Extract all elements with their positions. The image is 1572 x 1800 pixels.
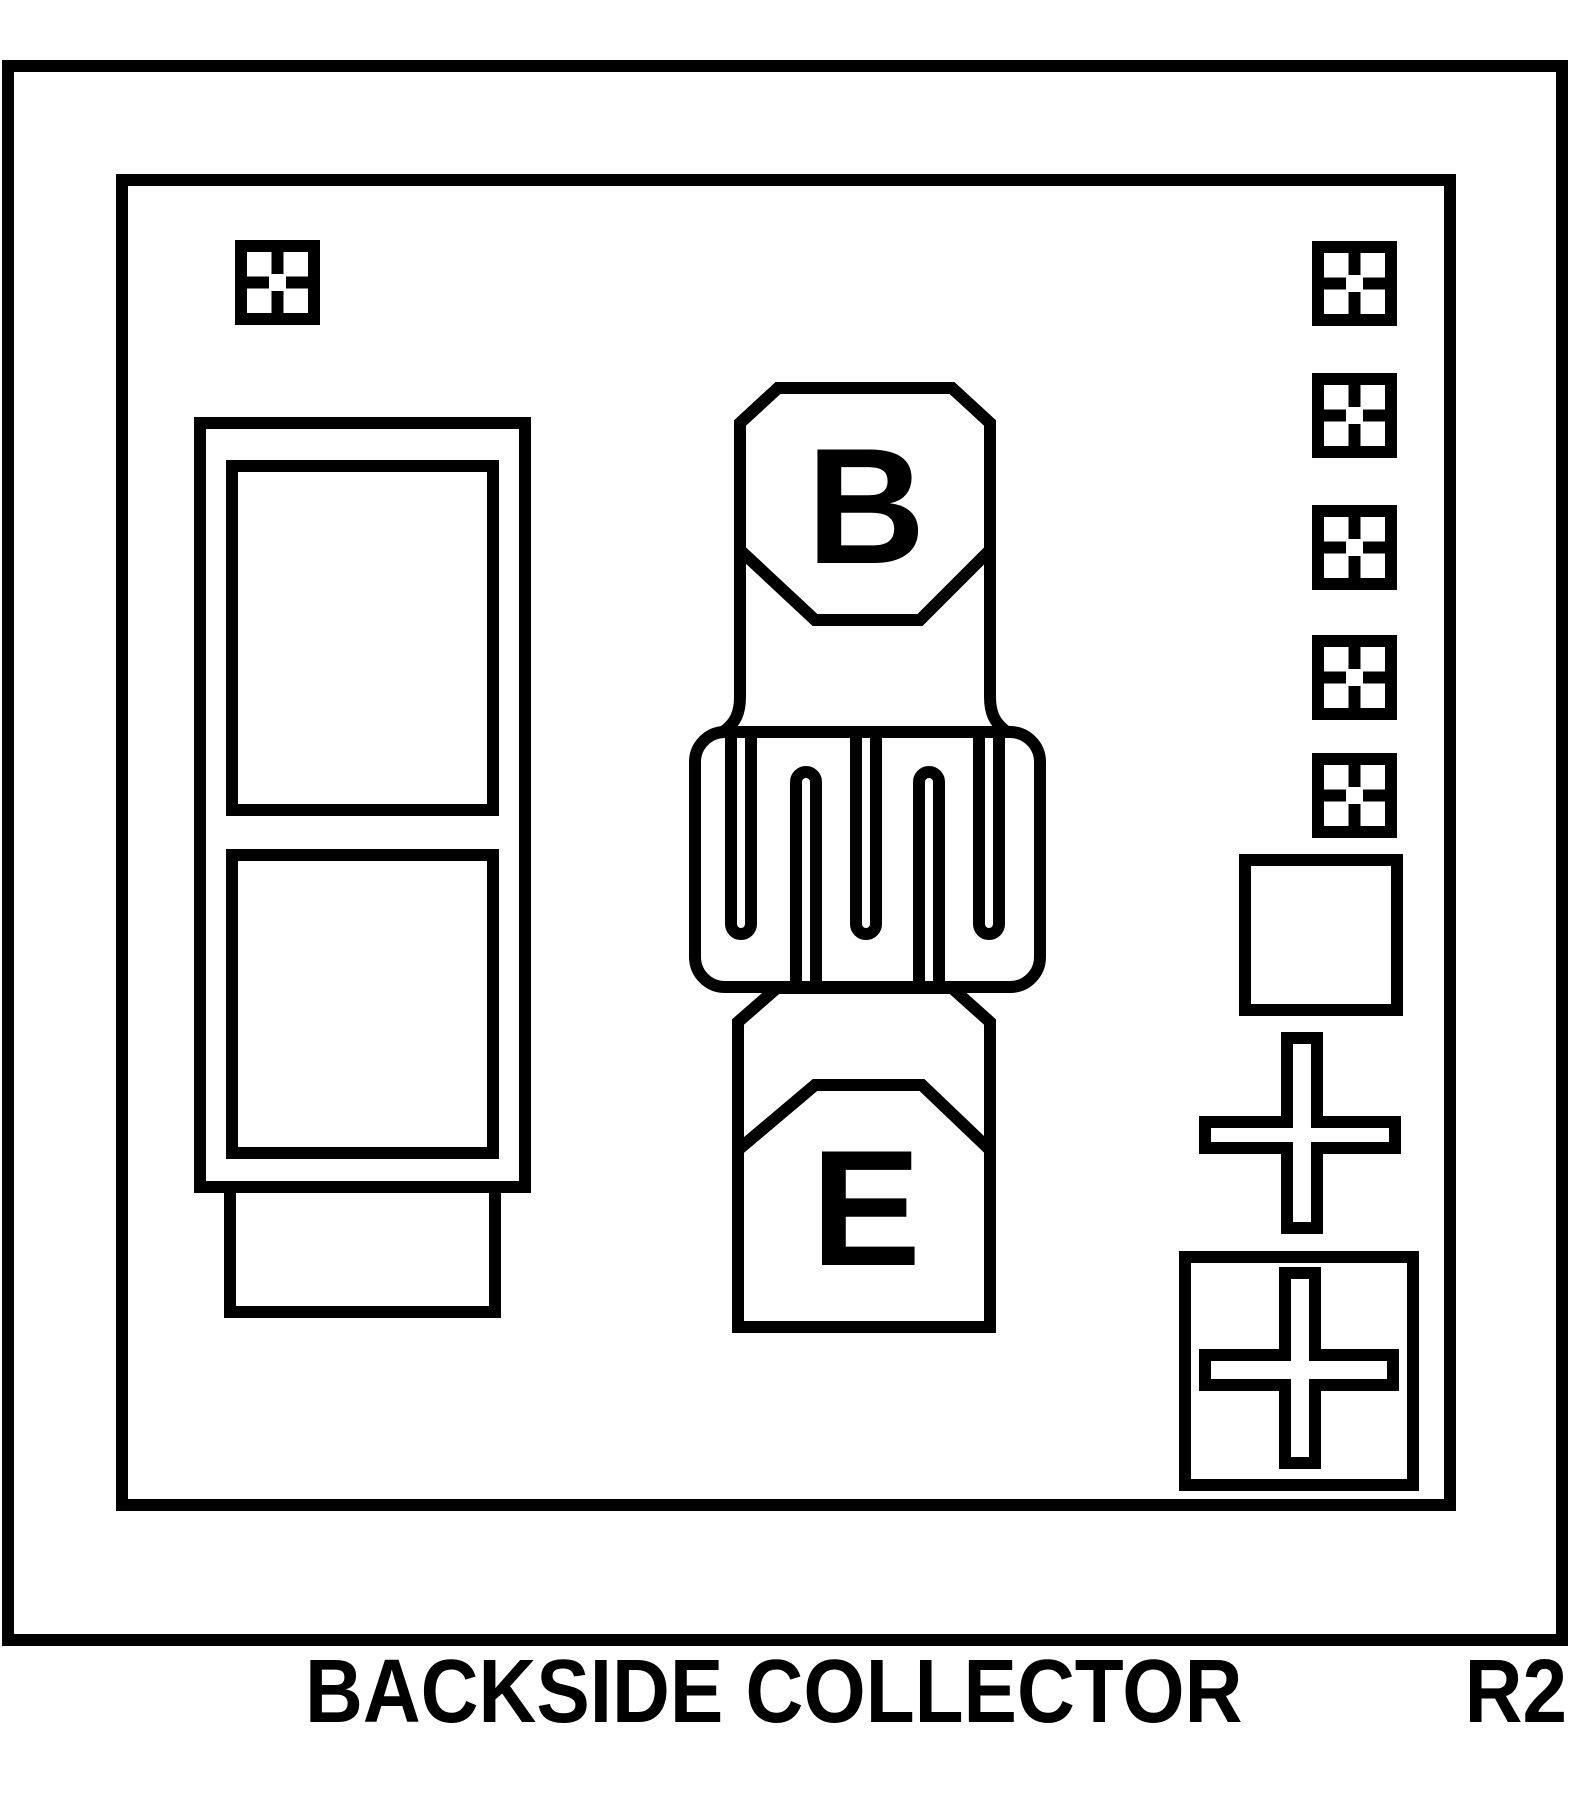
alignment-mark-icon xyxy=(241,246,314,319)
alignment-mark-column xyxy=(1318,247,1391,832)
right-test-marks xyxy=(1179,854,1419,1491)
revision-label: R2 xyxy=(1465,1642,1567,1742)
contact-square xyxy=(1239,854,1403,1016)
base-pad xyxy=(719,382,1011,737)
boxed-cross-outline xyxy=(1179,1251,1419,1491)
inner-frame xyxy=(116,174,1456,1511)
left-structure-window-bottom xyxy=(226,849,499,1159)
emitter-pad xyxy=(732,982,996,1333)
left-structure-window-top xyxy=(226,460,499,816)
base-finger xyxy=(850,732,882,940)
base-finger xyxy=(725,732,757,940)
emitter-finger xyxy=(913,766,945,987)
emitter-pad-label: E xyxy=(811,1116,921,1300)
finger-block xyxy=(689,726,1046,993)
diagram-linework xyxy=(2,60,1568,1646)
cross-mark-icon xyxy=(1199,1032,1401,1234)
emitter-finger xyxy=(790,766,822,987)
alignment-mark-icon xyxy=(1318,511,1391,584)
diagram-lettering: B E BACKSIDE COLLECTOR R2 xyxy=(305,414,1567,1742)
base-pad-label: B xyxy=(806,414,925,598)
alignment-mark-icon xyxy=(1318,247,1391,320)
alignment-mark-icon xyxy=(1318,759,1391,832)
left-structure-tab xyxy=(224,1181,501,1318)
alignment-mark-icon xyxy=(1318,641,1391,714)
figure-caption: BACKSIDE COLLECTOR xyxy=(305,1642,1242,1742)
alignment-mark-icon xyxy=(1318,379,1391,452)
base-finger xyxy=(973,732,1005,940)
emitter-pad-opening xyxy=(732,1079,996,1333)
boxed-cross-mark-icon xyxy=(1199,1267,1399,1469)
outer-frame xyxy=(2,60,1568,1646)
base-pad-opening xyxy=(734,382,996,626)
left-test-structure xyxy=(194,417,531,1318)
